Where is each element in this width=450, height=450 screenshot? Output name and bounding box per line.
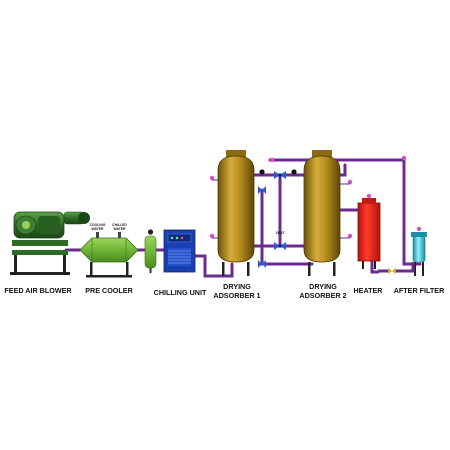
drying-adsorber-2	[303, 150, 353, 276]
label-chilling-unit: CHILLING UNIT	[154, 288, 207, 297]
indicator-top-right	[401, 155, 407, 161]
gauge-left	[259, 169, 265, 175]
gauge-right	[291, 169, 297, 175]
cooling-water-label-1: COOLING	[90, 223, 106, 227]
pipe-heater-outlet	[370, 258, 380, 274]
moisture-separator	[144, 229, 157, 273]
pre-cooler: COOLING WATER CHILLED WATER	[79, 223, 139, 278]
valve-group: VENT	[258, 155, 407, 268]
label-drying-adsorber-2-line1: DRYING	[309, 282, 337, 291]
drying-adsorber-1	[209, 150, 255, 276]
vent-label: VENT	[275, 231, 285, 235]
label-drying-adsorber-1-line1: DRYING	[223, 282, 251, 291]
heater	[357, 193, 381, 269]
valve-left-bottom	[258, 260, 266, 268]
label-drying-adsorber-2-line2: ADSORBER 2	[299, 291, 346, 300]
feed-air-blower	[10, 211, 90, 275]
valve-top-center	[274, 171, 286, 179]
valve-left-top	[258, 186, 266, 194]
valve-filter-inlet	[388, 268, 396, 274]
chilled-water-label-2: WATER	[114, 227, 127, 231]
valve-bottom-center	[274, 242, 286, 250]
after-filter	[378, 226, 427, 276]
label-feed-air-blower: FEED AIR BLOWER	[4, 286, 72, 295]
chilled-water-label-1: CHILLED	[112, 223, 127, 227]
label-after-filter: AFTER FILTER	[394, 286, 445, 295]
pipe-chiller-to-adsorber1	[193, 254, 234, 278]
chilling-unit	[163, 229, 196, 273]
label-drying-adsorber-1-line2: ADSORBER 1	[213, 291, 260, 300]
label-heater: HEATER	[353, 286, 383, 295]
label-pre-cooler: PRE COOLER	[85, 286, 133, 295]
indicator-top	[269, 157, 275, 163]
cooling-water-label-2: WATER	[92, 227, 105, 231]
